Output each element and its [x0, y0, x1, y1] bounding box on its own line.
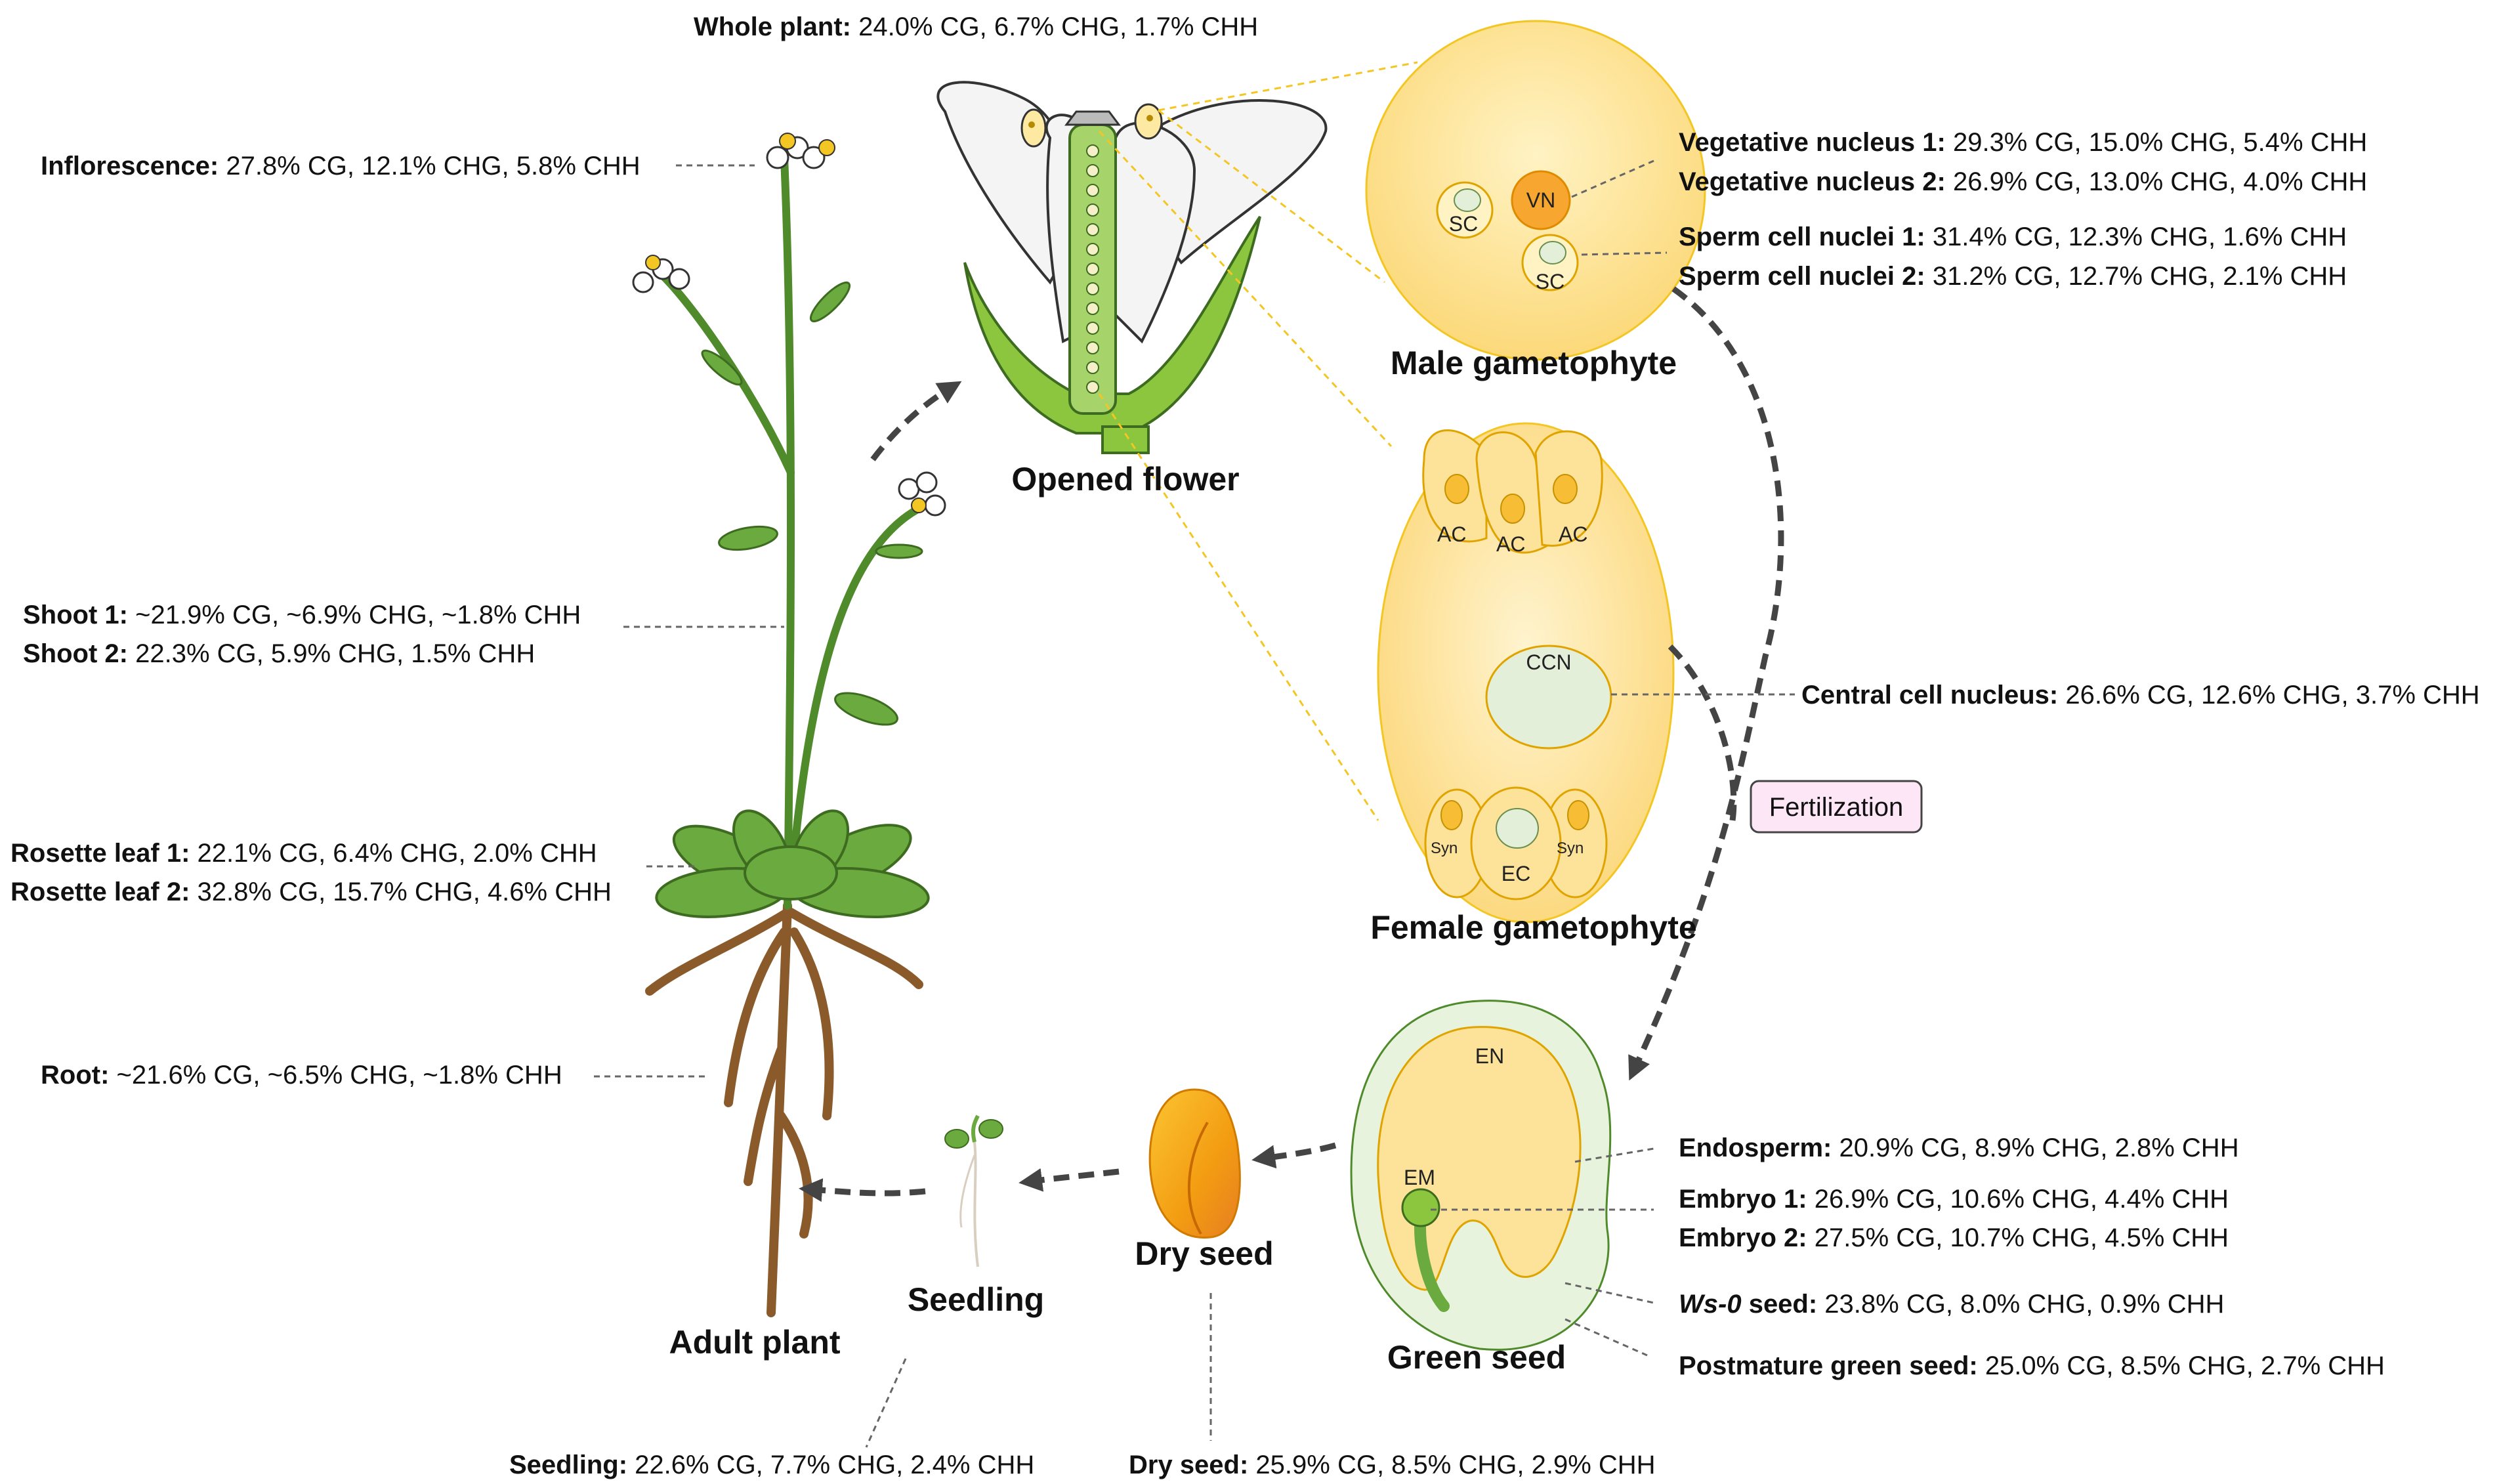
sc-label-2: SC [1536, 270, 1564, 293]
label-seedling: Seedling: 22.6% CG, 7.7% CHG, 2.4% CHH [509, 1451, 1034, 1479]
adult-plant-illustration [632, 133, 946, 1317]
label-vegetative-nucleus-2: Vegetative nucleus 2: 26.9% CG, 13.0% CH… [1679, 167, 2367, 196]
ac-label-2: AC [1496, 532, 1525, 556]
arrow-green-to-dry-seed [1251, 1142, 1337, 1169]
stage-adult-plant: Adult plant [669, 1324, 840, 1361]
arrow-plant-to-flower [870, 381, 962, 461]
vegetative-nucleus [1511, 170, 1571, 230]
opened-flower-illustration [936, 81, 1328, 454]
arrow-dry-seed-to-seedling [1018, 1168, 1120, 1192]
flower-sepals [963, 215, 1261, 454]
arrow-pollen-to-seed [1628, 286, 1784, 1081]
label-endosperm: Endosperm: 20.9% CG, 8.9% CHG, 2.8% CHH [1679, 1134, 2239, 1162]
central-cell-nucleus [1485, 645, 1612, 750]
inflorescence-cluster-right [898, 471, 946, 517]
zoom-lines [1098, 61, 1418, 821]
inflorescence-cluster-top [766, 133, 835, 169]
en-label: EN [1475, 1044, 1504, 1068]
stage-seedling: Seedling [908, 1281, 1044, 1318]
label-root: Root: ~21.6% CG, ~6.5% CHG, ~1.8% CHH [41, 1061, 562, 1090]
stigma [1064, 110, 1121, 126]
label-rosette-leaf-1: Rosette leaf 1: 22.1% CG, 6.4% CHG, 2.0%… [10, 839, 597, 868]
label-sperm-cell-nuclei-1: Sperm cell nuclei 1: 31.4% CG, 12.3% CHG… [1679, 223, 2347, 251]
stage-female-gametophyte: Female gametophyte [1370, 909, 1696, 946]
inflorescence-cluster-left [632, 255, 690, 293]
label-central-cell-nucleus: Central cell nucleus: 26.6% CG, 12.6% CH… [1801, 681, 2480, 710]
fertilization-box: Fertilization [1750, 780, 1923, 834]
sc-label-1: SC [1449, 212, 1478, 236]
stage-dry-seed: Dry seed [1135, 1235, 1273, 1272]
label-postmature-green-seed: Postmature green seed: 25.0% CG, 8.5% CH… [1679, 1351, 2385, 1380]
green-seed-illustration: EN EM [1350, 1000, 1612, 1351]
female-gametophyte-illustration: AC AC AC CCN Syn Syn EC [1377, 422, 1675, 923]
stage-opened-flower: Opened flower [1011, 461, 1239, 498]
ec-label: EC [1502, 862, 1530, 885]
label-embryo-1: Embryo 1: 26.9% CG, 10.6% CHG, 4.4% CHH [1679, 1185, 2229, 1214]
arrow-seedling-to-adult [799, 1178, 926, 1202]
main-stem [659, 154, 929, 910]
embryo [1401, 1188, 1450, 1312]
anthers [1020, 103, 1163, 148]
arrow-ovule-to-fertilization [1668, 644, 1737, 821]
leader-lines [594, 159, 1795, 1448]
em-label: EM [1404, 1166, 1435, 1189]
roots [645, 901, 923, 1317]
syn-label-1: Syn [1431, 839, 1458, 857]
label-inflorescence: Inflorescence: 27.8% CG, 12.1% CHG, 5.8%… [41, 152, 640, 180]
label-embryo-2: Embryo 2: 27.5% CG, 10.7% CHG, 4.5% CHH [1679, 1223, 2229, 1252]
flower-petals [936, 81, 1328, 344]
egg-apparatus [1424, 786, 1608, 901]
syn-label-2: Syn [1557, 839, 1584, 857]
vn-label: VN [1526, 188, 1555, 212]
male-gametophyte-illustration: VN SC SC [1365, 20, 1706, 361]
stage-labels: Opened flower Male gametophyte Female ga… [669, 345, 1696, 1376]
label-ws0-seed: Ws-0 seed: 23.8% CG, 8.0% CHG, 0.9% CHH [1679, 1290, 2224, 1319]
dry-seed-illustration [1148, 1088, 1241, 1239]
label-whole-plant: Whole plant: 24.0% CG, 6.7% CHG, 1.7% CH… [694, 12, 1258, 41]
label-rosette-leaf-2: Rosette leaf 2: 32.8% CG, 15.7% CHG, 4.6… [10, 878, 612, 906]
stage-male-gametophyte: Male gametophyte [1391, 345, 1677, 381]
fertilization-label: Fertilization [1769, 793, 1904, 822]
ovules [1086, 144, 1099, 394]
ccn-label: CCN [1526, 650, 1571, 674]
life-cycle-arrows [799, 286, 1784, 1202]
ac-label-1: AC [1437, 522, 1466, 546]
rosette-leaves [655, 809, 930, 919]
stage-green-seed: Green seed [1387, 1339, 1566, 1376]
seedling-illustration [944, 1114, 1003, 1267]
label-shoot-1: Shoot 1: ~21.9% CG, ~6.9% CHG, ~1.8% CHH [23, 601, 581, 629]
ac-label-3: AC [1559, 522, 1587, 546]
methylation-labels: Whole plant: 24.0% CG, 6.7% CHG, 1.7% CH… [10, 12, 2480, 1479]
stem-leaves [701, 281, 923, 726]
label-dry-seed: Dry seed: 25.9% CG, 8.5% CHG, 2.9% CHH [1129, 1451, 1656, 1479]
label-shoot-2: Shoot 2: 22.3% CG, 5.9% CHG, 1.5% CHH [23, 639, 535, 668]
label-vegetative-nucleus-1: Vegetative nucleus 1: 29.3% CG, 15.0% CH… [1679, 128, 2367, 157]
label-sperm-cell-nuclei-2: Sperm cell nuclei 2: 31.2% CG, 12.7% CHG… [1679, 262, 2347, 291]
